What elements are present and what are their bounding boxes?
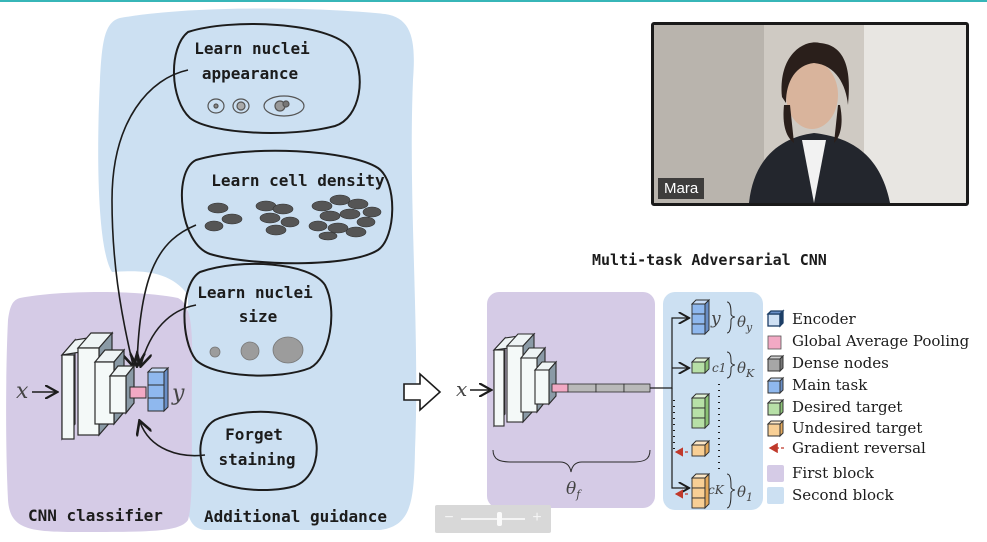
legend-desired-icon bbox=[766, 398, 785, 417]
cnn-encoder-left bbox=[60, 331, 136, 441]
legend: Encoder Global Average Pooling Dense nod… bbox=[766, 309, 970, 504]
bubble-appearance-line1: Learn nuclei bbox=[194, 39, 310, 58]
cnn-encoder-right bbox=[492, 332, 558, 428]
additional-guidance-label: Additional guidance bbox=[204, 507, 387, 526]
theta-y-label: θy bbox=[737, 313, 753, 334]
bubble-size-line1: Learn nuclei bbox=[197, 283, 313, 302]
head-connectors bbox=[650, 318, 688, 488]
theta-f-label: θf bbox=[566, 479, 582, 501]
main-task-head bbox=[690, 298, 711, 336]
bubble-size-line2: size bbox=[239, 307, 278, 326]
cnn-output-left: y bbox=[171, 381, 185, 406]
zoom-control[interactable]: − + bbox=[435, 505, 551, 533]
desired-target-head-c1 bbox=[690, 356, 711, 375]
theta-1-label: θ1 bbox=[737, 483, 753, 504]
participant-name-tag: Mara bbox=[658, 178, 705, 199]
legend-label-gradient-reversal: Gradient reversal bbox=[792, 439, 926, 457]
transition-arrow bbox=[403, 372, 442, 412]
bubble-appearance-line2: appearance bbox=[202, 64, 298, 83]
legend-label-main-task: Main task bbox=[792, 376, 868, 394]
legend-label-gap: Global Average Pooling bbox=[792, 332, 970, 350]
bubble-staining-line1: Forget bbox=[225, 425, 283, 444]
right-diagram-title: Multi-task Adversarial CNN bbox=[592, 251, 827, 269]
legend-first-block-swatch bbox=[767, 465, 784, 482]
dense-nodes-right bbox=[567, 383, 651, 393]
theta-f-brace bbox=[492, 449, 651, 473]
participant-video-frame bbox=[654, 25, 966, 203]
zoom-slider-track[interactable] bbox=[461, 518, 525, 520]
gap-node-right bbox=[551, 383, 569, 393]
bubble-nuclei-appearance: Learn nuclei appearance bbox=[172, 23, 361, 134]
theta-k-brace bbox=[726, 351, 736, 379]
theta-1-brace bbox=[726, 473, 736, 509]
legend-second-block-swatch bbox=[767, 487, 784, 504]
zoom-in-button[interactable]: + bbox=[532, 509, 542, 526]
nuclei-size-icons bbox=[209, 336, 304, 364]
gradient-reversal-arrows bbox=[674, 447, 688, 499]
guidance-arrows bbox=[111, 69, 206, 457]
legend-label-undesired: Undesired target bbox=[792, 419, 922, 437]
legend-gap-icon bbox=[767, 335, 782, 350]
bubble-forget-staining: Forget staining bbox=[199, 410, 318, 491]
legend-encoder-icon bbox=[766, 309, 785, 328]
additional-guidance-region bbox=[98, 8, 417, 530]
nuclei-appearance-icons bbox=[207, 95, 305, 117]
zoom-slider-thumb[interactable] bbox=[497, 512, 503, 526]
participant-video-tile[interactable]: Mara bbox=[651, 22, 969, 206]
main-task-node-left bbox=[146, 366, 170, 413]
gap-node-left bbox=[129, 386, 147, 399]
desired-target-stack bbox=[690, 392, 711, 430]
bubble-nuclei-size: Learn nuclei size bbox=[183, 262, 333, 377]
undesired-target-head-ck bbox=[690, 472, 711, 510]
head-ck-label: cK bbox=[708, 483, 725, 497]
head-y-label: y bbox=[710, 309, 721, 329]
cnn-input-right: x bbox=[456, 377, 467, 401]
second-block bbox=[663, 292, 763, 510]
legend-label-dense: Dense nodes bbox=[792, 354, 889, 372]
legend-undesired-icon bbox=[766, 419, 785, 438]
legend-label-second-block: Second block bbox=[792, 486, 894, 504]
bubble-density-label: Learn cell density bbox=[211, 171, 385, 190]
undesired-target-node bbox=[690, 439, 711, 458]
theta-k-label: θK bbox=[737, 359, 755, 380]
legend-label-first-block: First block bbox=[792, 464, 875, 482]
cnn-input-left: x bbox=[16, 379, 29, 404]
legend-label-desired: Desired target bbox=[792, 398, 902, 416]
legend-label-encoder: Encoder bbox=[792, 310, 857, 328]
bubble-cell-density: Learn cell density bbox=[180, 149, 394, 265]
head-c1-label: c1 bbox=[712, 361, 726, 375]
cell-density-icons bbox=[204, 194, 382, 241]
cnn-classifier-label: CNN classifier bbox=[28, 506, 163, 525]
zoom-out-button[interactable]: − bbox=[444, 509, 454, 526]
bubble-staining-line2: staining bbox=[218, 450, 295, 469]
legend-main-task-icon bbox=[766, 376, 785, 395]
legend-dense-icon bbox=[766, 354, 785, 373]
theta-y-brace bbox=[726, 301, 736, 334]
